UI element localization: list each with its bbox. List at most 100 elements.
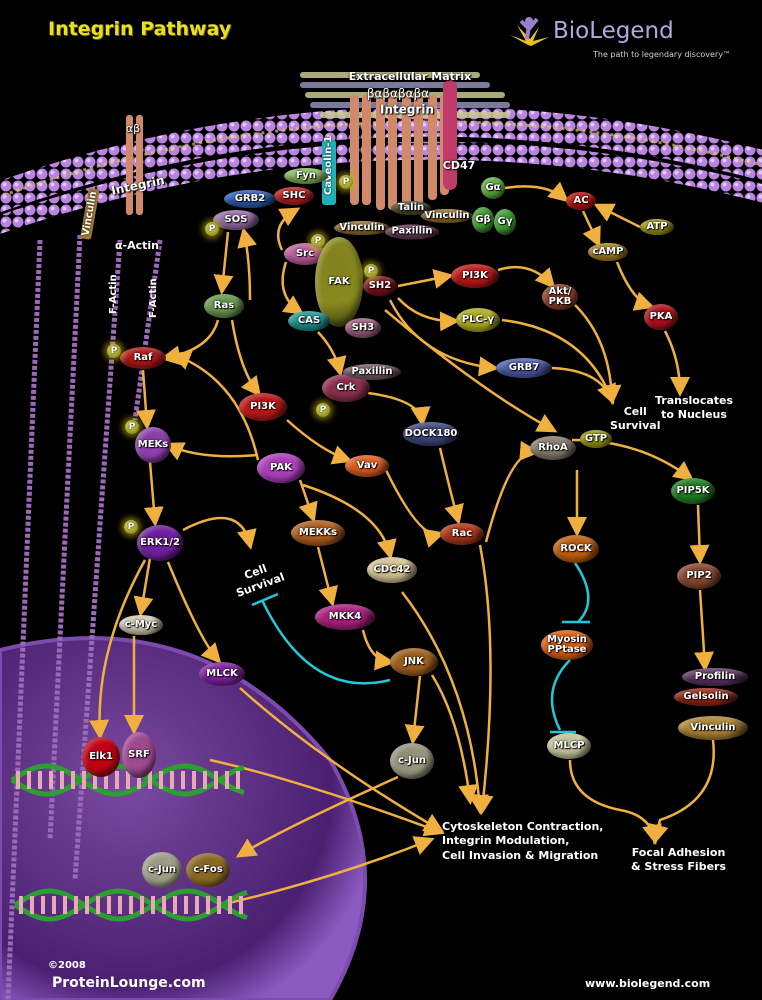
activation-arrow	[316, 546, 338, 607]
activation-arrow	[230, 319, 262, 397]
node-vinculin-mem: Vinculin	[421, 209, 473, 223]
f-actin-label-1: F-Actin	[108, 274, 119, 314]
phospho-icon: P	[125, 420, 139, 434]
phospho-icon: P	[124, 520, 138, 534]
node-paxillin: Paxillin	[343, 364, 401, 380]
activation-arrow	[384, 309, 558, 433]
phospho-icon: P	[316, 403, 330, 417]
node-grb7: GRB7	[496, 358, 552, 378]
activation-arrow	[648, 739, 715, 845]
outcome-cytoskeleton: Cytoskeleton Contraction, Integrin Modul…	[442, 820, 604, 862]
activation-arrow	[361, 629, 395, 671]
node-cmyc: c-Myc	[119, 615, 163, 635]
cd47-label: CD47	[442, 158, 476, 172]
node-cas: CAS	[288, 311, 330, 331]
activation-arrow	[239, 687, 445, 833]
activation-arrow	[551, 366, 616, 405]
node-vinculin-bottom: Vinculin	[678, 716, 748, 740]
outcome-translocates: Translocates to Nucleus	[655, 394, 734, 422]
activation-arrow	[235, 775, 399, 858]
activation-arrow	[166, 561, 222, 664]
activation-arrow	[384, 469, 445, 548]
alpha-actin-label: α-Actin	[114, 238, 160, 252]
activation-arrow	[663, 330, 690, 397]
activation-arrow	[317, 331, 347, 377]
integrin-receptors	[126, 95, 449, 215]
activation-arrow	[302, 483, 397, 560]
publisher-link[interactable]: ProteinLounge.com	[52, 975, 206, 991]
activation-arrow	[504, 181, 569, 203]
f-actin-label-2: F-Actin	[148, 278, 159, 318]
phospho-icon: P	[364, 264, 378, 278]
node-mkk4: MKK4	[315, 604, 375, 630]
node-pka: PKA	[644, 304, 678, 330]
node-pi3k-mid: PI3K	[239, 393, 287, 421]
node-cjun: c-Jun	[390, 743, 434, 779]
activation-arrow	[182, 516, 257, 550]
activation-arrow	[219, 836, 435, 907]
node-sos: SOS	[213, 210, 259, 230]
activation-arrow	[473, 544, 494, 815]
caveolin-label: Caveolin-1	[323, 135, 334, 195]
left-integrin-subunits: αβ	[125, 121, 141, 135]
page-title: Integrin Pathway	[48, 18, 232, 40]
node-elk1: Elk1	[82, 737, 120, 777]
node-ras: Ras	[204, 294, 244, 318]
biolegend-logo: BioLegend The path to legendary discover…	[505, 8, 745, 68]
activation-arrow	[581, 210, 601, 248]
activation-arrow	[143, 461, 164, 527]
outcome-cell-survival-right: Cell Survival	[610, 405, 661, 433]
activation-arrow	[163, 442, 259, 461]
phospho-icon: P	[311, 234, 325, 248]
biolegend-url[interactable]: www.biolegend.com	[585, 977, 711, 990]
node-shc: SHC	[274, 187, 314, 205]
inhibition-bar	[251, 592, 279, 607]
node-pip2: PIP2	[677, 563, 721, 589]
node-srf: SRF	[122, 732, 156, 778]
outcome-focal-adhesion: Focal Adhesion & Stress Fibers	[631, 846, 727, 874]
activation-arrow	[367, 391, 431, 427]
node-rac: Rac	[440, 523, 484, 545]
node-vinculin-fak: Vinculin	[334, 221, 390, 235]
node-mekks: MEKKs	[291, 520, 345, 546]
node-plc: PLC-γ	[456, 308, 500, 332]
node-g-beta: Gβ	[472, 207, 494, 233]
node-g-alpha: Gα	[481, 177, 505, 199]
activation-arrow	[213, 231, 234, 295]
node-talin: Talin	[391, 201, 431, 215]
activation-arrow	[484, 440, 540, 543]
ecm-label: Extracellular Matrix	[348, 69, 472, 83]
node-atp: ATP	[640, 219, 674, 235]
activation-arrow	[298, 479, 318, 523]
activation-arrow	[689, 504, 710, 565]
phospho-icon: P	[205, 222, 219, 236]
node-pip5k: PIP5K	[671, 478, 715, 504]
node-fyn: Fyn	[284, 168, 328, 184]
integrin-label: Integrin	[379, 102, 435, 117]
activation-arrow	[615, 261, 655, 311]
node-jnk: JNK	[390, 648, 438, 676]
activation-arrow	[694, 589, 715, 672]
activation-arrow	[286, 419, 353, 465]
node-dock180: DOCK180	[403, 422, 459, 446]
inhibition-line	[260, 599, 391, 685]
cd47-receptor	[443, 80, 457, 190]
node-rhoa: RhoA	[530, 436, 576, 460]
node-vav: Vav	[345, 455, 389, 477]
activation-arrow	[89, 559, 147, 740]
phospho-icon: P	[339, 175, 353, 189]
logo-name: BioLegend	[553, 18, 674, 44]
activation-arrow	[135, 369, 156, 430]
copyright: ©2008	[48, 960, 86, 971]
node-ac: AC	[566, 192, 596, 210]
activation-arrow	[401, 591, 489, 815]
logo-tagline: The path to legendary discovery™	[593, 50, 731, 59]
activation-arrow	[497, 265, 556, 289]
biolegend-star-icon	[510, 17, 549, 46]
activation-arrow	[209, 758, 445, 837]
node-g-gamma: Gγ	[494, 209, 516, 235]
activation-arrow	[438, 447, 464, 525]
inhibition-line	[573, 562, 590, 623]
activation-arrow	[237, 227, 257, 301]
